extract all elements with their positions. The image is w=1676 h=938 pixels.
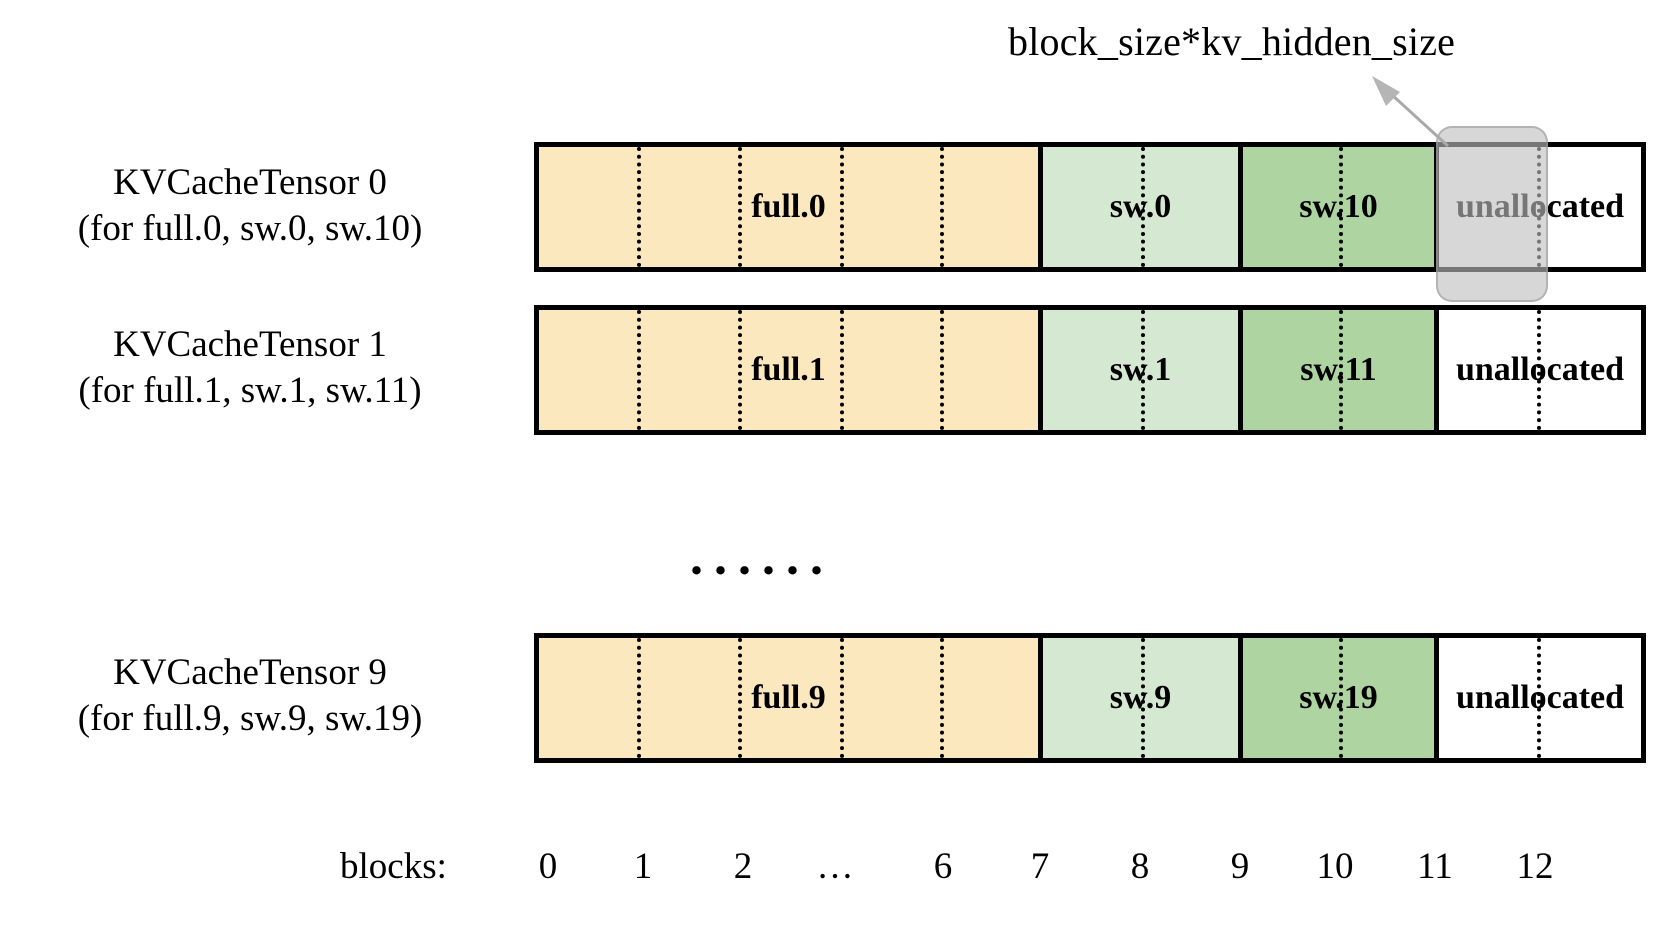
- block-divider: [738, 638, 742, 758]
- axis-caption: blocks:: [340, 846, 447, 887]
- segment-full-9[interactable]: full.9: [539, 638, 1038, 758]
- segment-label: sw.1: [1109, 351, 1172, 388]
- block-divider: [940, 310, 944, 430]
- axis-tick-6: 6: [933, 846, 953, 887]
- row-label-tensor-0: KVCacheTensor 0 (for full.0, sw.0, sw.10…: [0, 160, 500, 252]
- segment-label: full.9: [751, 679, 826, 716]
- segment-label: full.0: [751, 188, 826, 225]
- segment-sw-high-1[interactable]: sw.11: [1238, 310, 1434, 430]
- block-divider: [840, 310, 844, 430]
- axis-tick-2: 2: [733, 846, 753, 887]
- block-divider: [840, 638, 844, 758]
- block-divider: [940, 147, 944, 267]
- block-divider: [637, 147, 641, 267]
- block-divider: [1537, 310, 1541, 430]
- segment-label: full.1: [751, 351, 826, 388]
- row-label-line2: (for full.0, sw.0, sw.10): [77, 208, 423, 249]
- row-label-tensor-1: KVCacheTensor 1 (for full.1, sw.1, sw.11…: [0, 322, 500, 414]
- block-divider: [1141, 147, 1145, 267]
- block-divider: [1141, 310, 1145, 430]
- axis-tick-0: 0: [538, 846, 558, 887]
- row-label-line1: KVCacheTensor 1: [113, 324, 387, 365]
- axis-tick-8: 8: [1130, 846, 1150, 887]
- callout-label: block_size*kv_hidden_size: [1008, 19, 1456, 64]
- block-divider: [1537, 638, 1541, 758]
- axis-tick-10: 10: [1316, 846, 1354, 887]
- segment-label: sw.19: [1299, 679, 1378, 716]
- segment-unallocated-9[interactable]: unallocated: [1434, 638, 1641, 758]
- axis-tick-9: 9: [1230, 846, 1250, 887]
- segment-unallocated-1[interactable]: unallocated: [1434, 310, 1641, 430]
- segment-label: sw.11: [1300, 351, 1377, 388]
- block-divider: [940, 638, 944, 758]
- vertical-ellipsis: ......: [690, 529, 834, 586]
- axis-tick-11: 11: [1417, 846, 1453, 887]
- row-label-line2: (for full.1, sw.1, sw.11): [78, 370, 422, 411]
- segment-label: unallocated: [1455, 351, 1625, 388]
- axis-tick-gap: …: [816, 846, 854, 887]
- axis-tick-1: 1: [633, 846, 653, 887]
- segment-label: unallocated: [1455, 188, 1625, 225]
- block-divider: [1339, 638, 1343, 758]
- block-divider: [1339, 147, 1343, 267]
- segment-full-1[interactable]: full.1: [539, 310, 1038, 430]
- segment-label: sw.9: [1109, 679, 1172, 716]
- segment-sw-low-0[interactable]: sw.0: [1038, 147, 1238, 267]
- kvcache-tensor-bar-0[interactable]: full.0 sw.0 sw.10 unallocated: [534, 142, 1646, 272]
- segment-sw-high-9[interactable]: sw.19: [1238, 638, 1434, 758]
- row-label-tensor-9: KVCacheTensor 9 (for full.9, sw.9, sw.19…: [0, 650, 500, 742]
- segment-full-0[interactable]: full.0: [539, 147, 1038, 267]
- row-label-line1: KVCacheTensor 0: [113, 162, 387, 203]
- segment-label: unallocated: [1455, 679, 1625, 716]
- block-divider: [1141, 638, 1145, 758]
- segment-label: sw.10: [1299, 188, 1378, 225]
- block-divider: [637, 638, 641, 758]
- segment-sw-high-0[interactable]: sw.10: [1238, 147, 1434, 267]
- axis-tick-12: 12: [1516, 846, 1554, 887]
- kvcache-tensor-bar-1[interactable]: full.1 sw.1 sw.11 unallocated: [534, 305, 1646, 435]
- row-label-line1: KVCacheTensor 9: [113, 652, 387, 693]
- kvcache-tensor-bar-9[interactable]: full.9 sw.9 sw.19 unallocated: [534, 633, 1646, 763]
- segment-sw-low-1[interactable]: sw.1: [1038, 310, 1238, 430]
- axis-tick-7: 7: [1030, 846, 1050, 887]
- block-divider: [738, 310, 742, 430]
- segment-sw-low-9[interactable]: sw.9: [1038, 638, 1238, 758]
- block-divider: [637, 310, 641, 430]
- block-divider: [738, 147, 742, 267]
- row-label-line2: (for full.9, sw.9, sw.19): [77, 698, 423, 739]
- segment-unallocated-0[interactable]: unallocated: [1434, 147, 1641, 267]
- segment-label: sw.0: [1109, 188, 1172, 225]
- block-divider: [1339, 310, 1343, 430]
- callout-arrow-icon: [1372, 76, 1450, 148]
- block-divider: [840, 147, 844, 267]
